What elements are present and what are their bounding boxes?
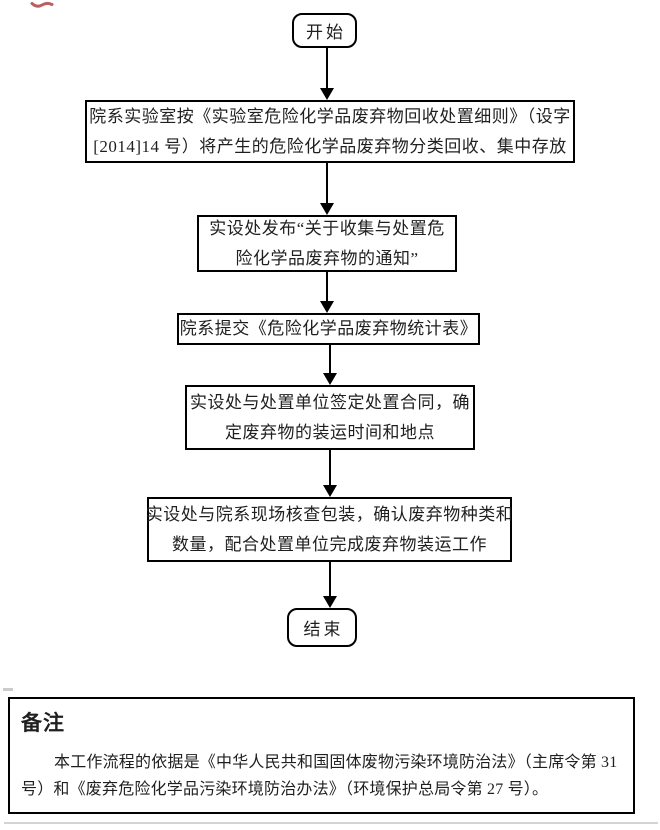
arrow-down-icon [322, 562, 338, 608]
flowchart-step-collect-classify: 院系实验室按《实验室危险化学品废弃物回收处置细则》（设字 [2014]14 号）… [85, 100, 575, 163]
arrow-down-icon [322, 345, 338, 385]
flowchart-end-node: 结束 [287, 608, 357, 647]
remarks-body: 本工作流程的依据是《中华人民共和国固体废物污染环境防治法》（主席令第 31 号）… [21, 749, 622, 803]
flowchart-step-publish-notice: 实设处发布“关于收集与处置危 险化学品废弃物的通知” [197, 215, 457, 272]
remarks-text-line: 号）和《废弃危险化学品污染环境防治办法》（环境保护总局令第 27 号）。 [21, 781, 549, 798]
flowchart-step-sign-contract: 实设处与处置单位签定处置合同，确 定废弃物的装运时间和地点 [185, 385, 475, 450]
step-text-line: 院系实验室按《实验室危险化学品废弃物回收处置细则》（设字 [89, 106, 571, 126]
flowchart-step-submit-statistics: 院系提交《危险化学品废弃物统计表》 [177, 313, 480, 345]
step-text-line: 实设处与院系现场核查包装，确认废弃物种类和 [145, 504, 514, 524]
step-text-line: 定废弃物的装运时间和地点 [225, 422, 435, 442]
arrow-down-icon [322, 450, 338, 497]
page-bottom-rule [4, 822, 658, 824]
remarks-box: 备注 本工作流程的依据是《中华人民共和国固体废物污染环境防治法》（主席令第 31… [8, 697, 635, 814]
step-text-line: [2014]14 号）将产生的危险化学品废弃物分类回收、集中存放 [93, 136, 567, 156]
red-squiggle-icon [30, 1, 54, 8]
step-text-line: 数量，配合处置单位完成废弃物装运工作 [172, 534, 487, 554]
arrow-down-icon [319, 272, 335, 313]
end-label: 结束 [303, 620, 344, 639]
gray-dash-artifact [3, 688, 13, 691]
step-text-line: 实设处与处置单位签定处置合同，确 [190, 392, 470, 412]
flowchart-start-node: 开始 [292, 13, 357, 48]
remarks-text-line: 本工作流程的依据是《中华人民共和国固体废物污染环境防治法》（主席令第 31 [54, 754, 618, 771]
arrow-down-icon [319, 47, 335, 100]
start-label: 开始 [306, 23, 346, 42]
flowchart-step-onsite-check-shipping: 实设处与院系现场核查包装，确认废弃物种类和 数量，配合处置单位完成废弃物装运工作 [145, 497, 514, 562]
step-text-line: 险化学品废弃物的通知” [235, 248, 419, 268]
remarks-title: 备注 [21, 711, 65, 735]
arrow-down-icon [319, 163, 335, 215]
step-text-line: 实设处发布“关于收集与处置危 [209, 218, 445, 238]
step-text-line: 院系提交《危险化学品废弃物统计表》 [179, 319, 478, 338]
